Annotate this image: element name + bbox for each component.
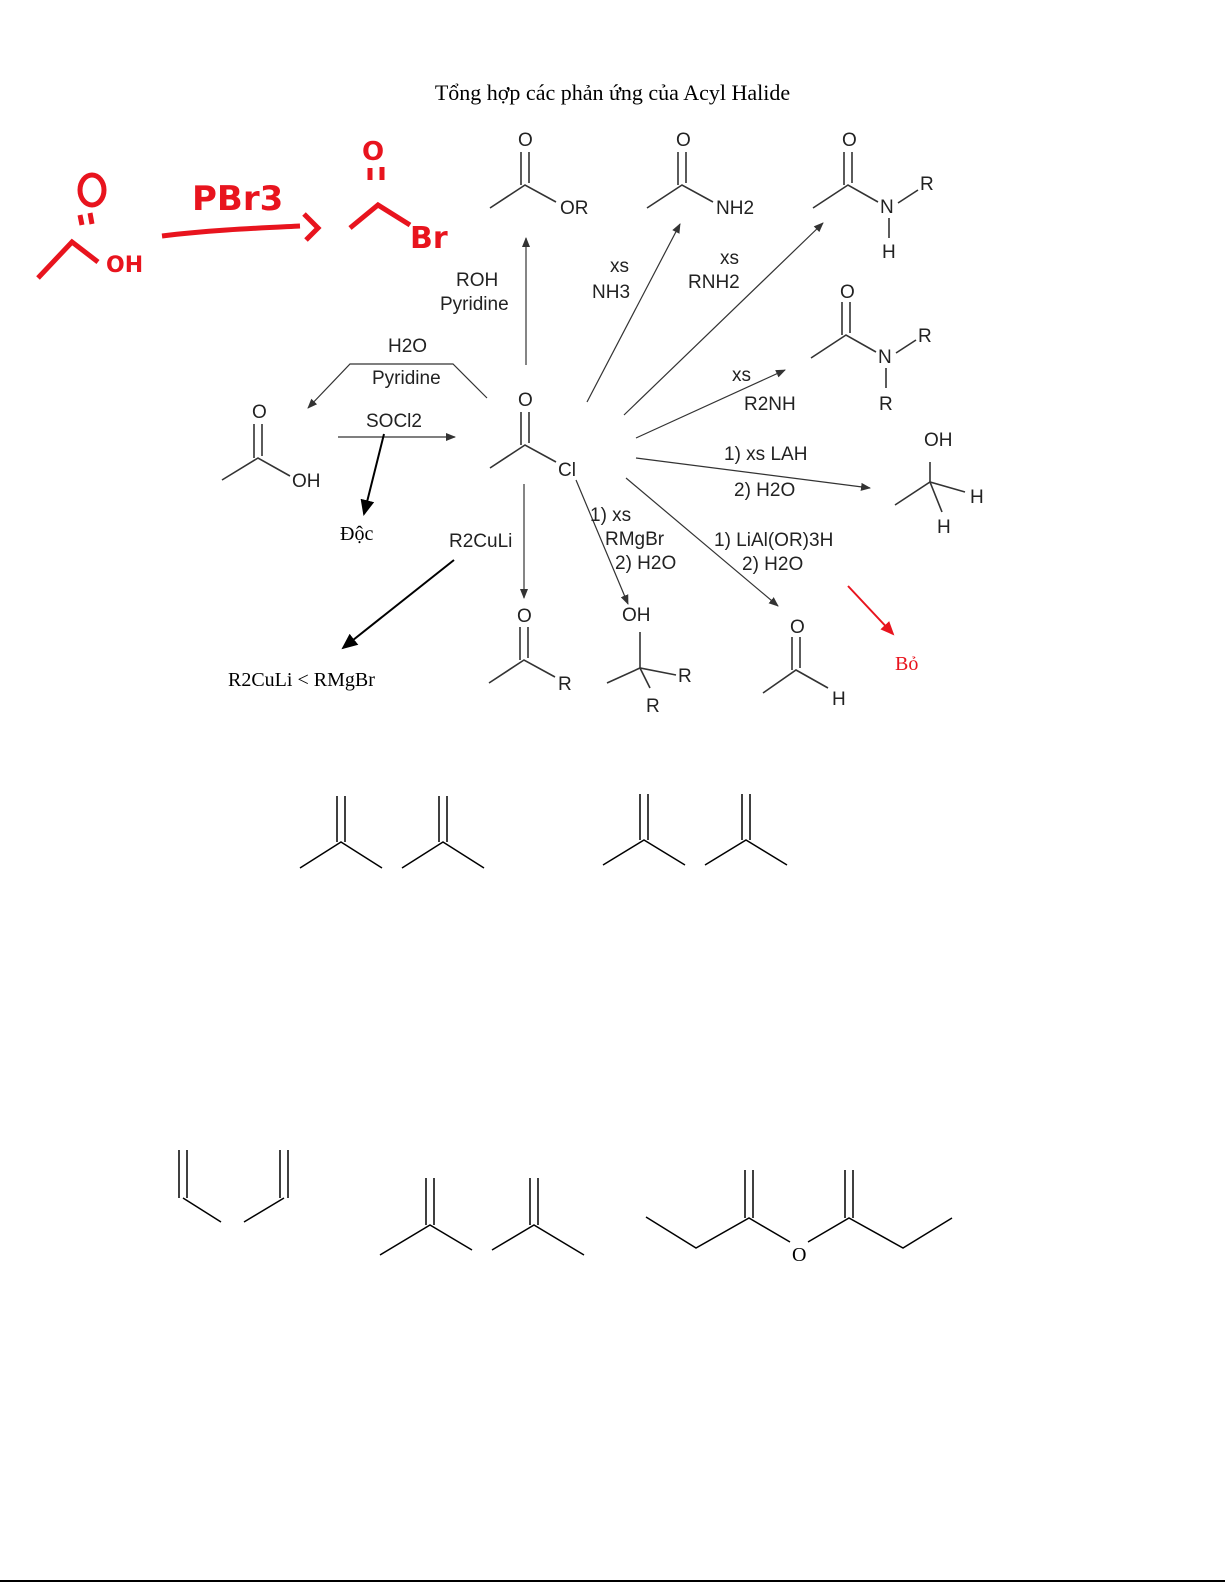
acid-o-label: O [252, 402, 267, 423]
ether-o-label: O [792, 1244, 806, 1266]
aldehyde-reagent-1: 1) LiAl(OR)3H [714, 530, 833, 551]
alcohol3-r2-label: R [646, 696, 660, 717]
ketone-o-label: O [517, 606, 532, 627]
reagent-comparison: R2CuLi < RMgBr [228, 669, 375, 691]
toxic-note: Độc [340, 523, 373, 545]
arrow-to-primary-amide [587, 224, 680, 402]
pbr3-reaction-arrow: PBr3 [162, 179, 318, 240]
alcohol1-reagent-2: 2) H2O [734, 480, 795, 501]
ester-or-label: OR [560, 198, 589, 219]
center-o-label: O [518, 390, 533, 411]
center-cl-label: Cl [558, 460, 576, 481]
amide2-o-label: O [842, 130, 857, 151]
hydrolysis-reagent-2: Pyridine [372, 368, 441, 389]
primary-alcohol-product: OH H H [895, 430, 984, 538]
hand-reagent-label: PBr3 [192, 179, 283, 219]
amide3-reagent-1: xs [732, 365, 751, 386]
ester-product: O OR [490, 130, 589, 219]
tertiary-amide-product: O N R R [811, 282, 932, 415]
primary-amide-product: O NH2 [647, 130, 754, 219]
amide2-reagent-1: xs [720, 248, 739, 269]
alcohol3-reagent-1: 1) xs [590, 505, 631, 526]
amide3-n-label: N [878, 347, 892, 368]
alcohol1-h2-label: H [937, 517, 951, 538]
red-arrow-discard [848, 586, 893, 634]
amide3-r2-label: R [879, 394, 893, 415]
discard-note: Bỏ [895, 653, 918, 675]
socl2-reagent: SOCl2 [366, 411, 422, 432]
carboxylic-acid-sketch: OH [38, 175, 143, 278]
amide1-o-label: O [676, 130, 691, 151]
ester-o-label: O [518, 130, 533, 151]
ketone-product: O R [489, 606, 572, 695]
isobutylene-row-2 [179, 1150, 584, 1255]
secondary-amide-product: O N R H [813, 130, 934, 263]
amide2-n-label: N [880, 197, 894, 218]
amide3-o-label: O [840, 282, 855, 303]
black-arrow-comparison [343, 560, 454, 648]
hand-oh-label: OH [106, 253, 143, 278]
hand-br-label: Br [410, 221, 448, 256]
handwritten-annotation: OH PBr3 O Br [38, 137, 448, 278]
carboxylic-acid-product: O OH [222, 402, 321, 492]
hand-o-label: O [362, 137, 384, 167]
page-bottom-rule [0, 1580, 1225, 1582]
hydrolysis-reagent-1: H2O [388, 336, 427, 357]
alcohol3-r1-label: R [678, 666, 692, 687]
alcohol3-oh-label: OH [622, 605, 651, 626]
alcohol3-reagent-2: RMgBr [605, 529, 665, 550]
amide3-r1-label: R [918, 326, 932, 347]
amide2-h-label: H [882, 242, 896, 263]
aldehyde-product: O H [763, 617, 846, 710]
acid-oh-label: OH [292, 471, 321, 492]
amide1-nh2-label: NH2 [716, 198, 754, 219]
amide2-reagent-2: RNH2 [688, 272, 740, 293]
black-arrow-toxic [364, 434, 384, 514]
aldehyde-h-label: H [832, 689, 846, 710]
tertiary-alcohol-product: OH R R [607, 605, 692, 717]
acyl-chloride-center: O Cl [490, 390, 576, 481]
ketone-r-label: R [558, 674, 572, 695]
amide3-reagent-2: R2NH [744, 394, 796, 415]
acyl-bromide-sketch: O Br [350, 137, 448, 256]
alcohol3-reagent-3: 2) H2O [615, 553, 676, 574]
amide2-r-label: R [920, 174, 934, 195]
alcohol1-reagent-1: 1) xs LAH [724, 444, 807, 465]
aldehyde-reagent-2: 2) H2O [742, 554, 803, 575]
isobutylene-row-1 [300, 794, 787, 868]
amide1-reagent-1: xs [610, 256, 629, 277]
ester-reagent-2: Pyridine [440, 294, 509, 315]
ether-sketch: O [646, 1170, 952, 1266]
alcohol1-h1-label: H [970, 487, 984, 508]
amide1-reagent-2: NH3 [592, 282, 630, 303]
ketone-reagent: R2CuLi [449, 531, 512, 552]
alcohol1-oh-label: OH [924, 430, 953, 451]
ester-reagent-1: ROH [456, 270, 498, 291]
aldehyde-o-label: O [790, 617, 805, 638]
